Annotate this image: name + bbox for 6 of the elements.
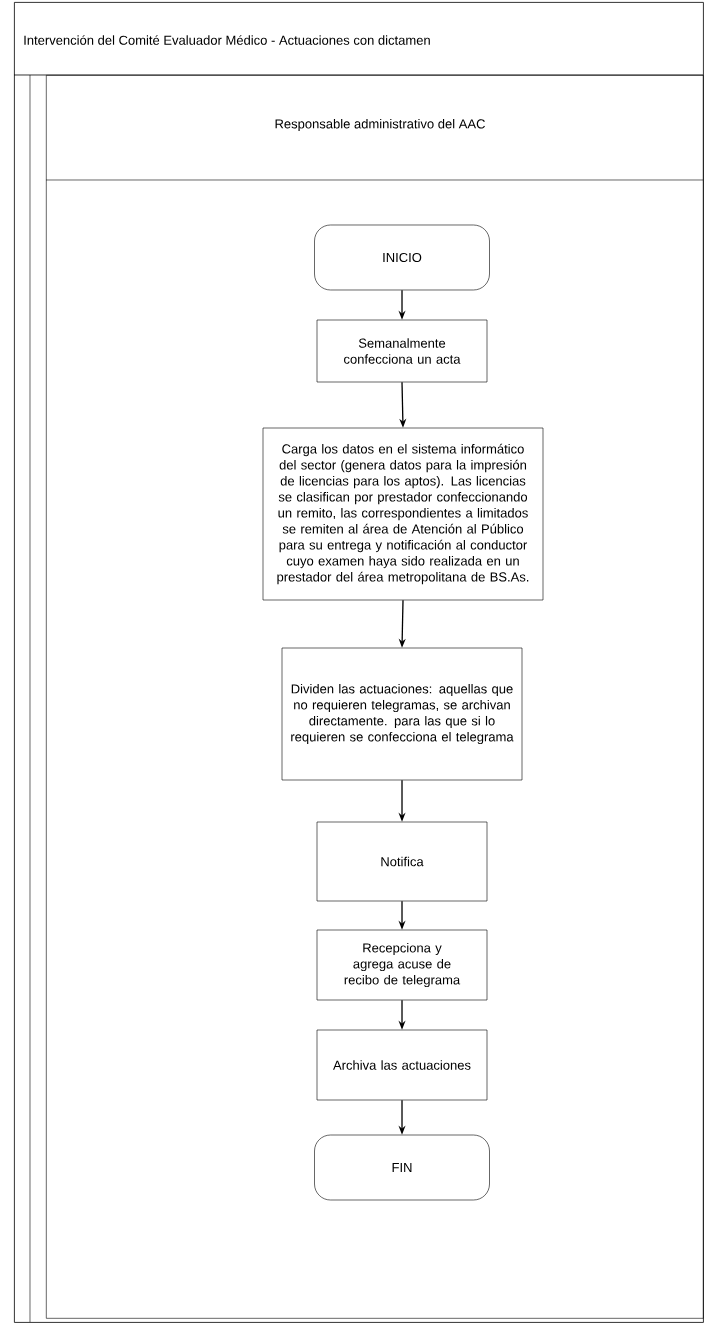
- process-box: Notifica: [316, 821, 488, 902]
- process-box: Carga los datos en el sistema informático del sector (genera datos para la impresión de licencias para los aptos). Las licencias se clasifican por prestador confeccionando un remito, las correspondientes a limitados se remiten al área de Atención al Público para su entrega y notificación al conductor cuyo examen haya sido realizada en un prestador del área metropolitana de BS.As.: [262, 427, 544, 601]
- process-box: Archiva las actuaciones: [316, 1029, 488, 1101]
- process-box: Dividen las actuaciones: aquellas que no requieren telegramas, se archivan directamente. para las que si lo requieren se confecciona el telegrama: [281, 647, 523, 781]
- process-box: Recepciona y agrega acuse de recibo de telegrama: [316, 929, 488, 1001]
- process-box: Semanalmente confecciona un acta: [316, 319, 488, 383]
